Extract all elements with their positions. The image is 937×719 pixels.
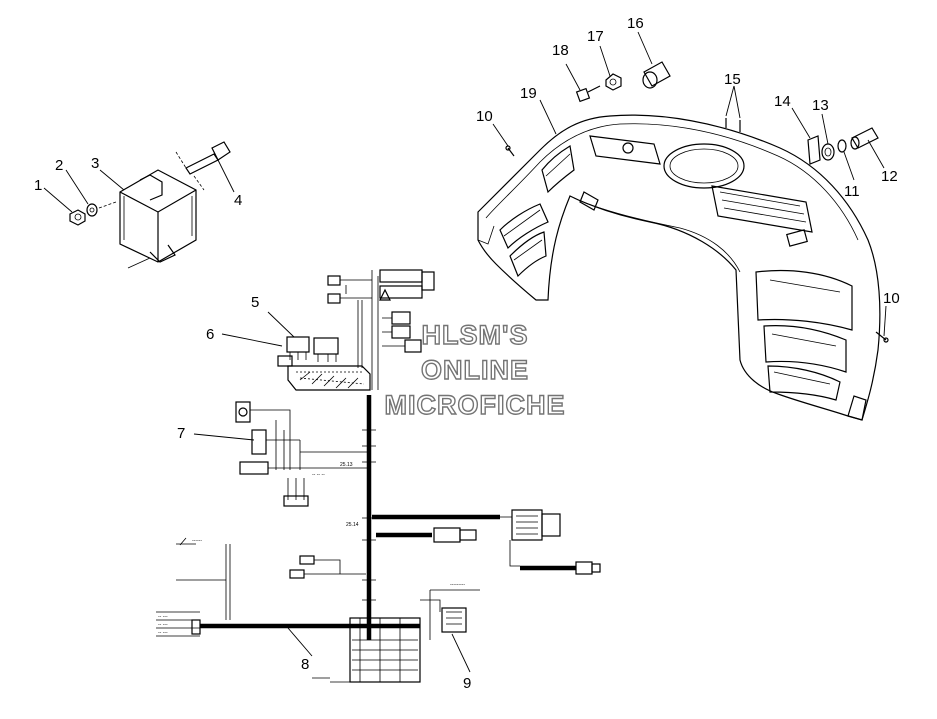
- callout-12: 12: [881, 168, 898, 185]
- callout-13: 13: [812, 97, 829, 114]
- key-part-18: [575, 85, 601, 103]
- bolt-part-4: [175, 141, 231, 191]
- callout-8: 8: [301, 656, 309, 673]
- callout-17: 17: [587, 28, 604, 45]
- callout-14: 14: [774, 93, 791, 110]
- connector-part-9: ---------: [420, 582, 480, 640]
- screw-part-10-left: [505, 145, 515, 157]
- console-shell-part-19: [477, 114, 881, 421]
- callout-6: 6: [206, 326, 214, 343]
- washer-part-2: [86, 203, 98, 217]
- sub-harness-part-7: -- -- -- 25.13: [235, 401, 368, 507]
- callout-15: 15: [724, 71, 741, 88]
- callout-16: 16: [627, 15, 644, 32]
- svg-text:-- -- --: -- -- --: [312, 472, 325, 478]
- relay-part-6: [277, 337, 339, 367]
- washer-part-11: [837, 139, 847, 153]
- screws-part-15: [725, 118, 741, 132]
- callout-9: 9: [463, 675, 471, 692]
- callout-1: 1: [34, 177, 42, 194]
- svg-text:-- ---: -- ---: [158, 614, 168, 620]
- indicator-part-12: [850, 127, 879, 150]
- nut-part-1: [69, 209, 86, 226]
- upper-connectors: [327, 269, 435, 390]
- svg-text:25.14: 25.14: [346, 522, 359, 528]
- regulator-assembly: 1 2 3 4: [34, 141, 242, 269]
- callout-10-top: 10: [476, 108, 493, 125]
- svg-text:25.13: 25.13: [340, 462, 353, 468]
- callout-5: 5: [251, 294, 259, 311]
- callout-2: 2: [55, 157, 63, 174]
- svg-text:---------: ---------: [450, 582, 465, 588]
- nut-part-13: [821, 143, 835, 161]
- plug-part-16: [642, 61, 671, 89]
- wiring-harness: -- -- -- 25.13 25.14 ------ -- --- -- --…: [156, 269, 601, 692]
- svg-text:-- ---: -- ---: [158, 622, 168, 628]
- svg-text:------: ------: [192, 538, 202, 544]
- callout-10-right: 10: [883, 290, 900, 307]
- callout-19: 19: [520, 85, 537, 102]
- dash-console-assembly: 10 19 18 17 16 15 14 13 12 11 10: [476, 15, 900, 421]
- screw-part-10-right: [875, 331, 889, 343]
- callout-11: 11: [844, 183, 860, 200]
- nut-part-17: [605, 73, 622, 91]
- callout-7: 7: [177, 425, 185, 442]
- gauge-opening: [663, 143, 745, 189]
- regulator-part-3: [119, 169, 197, 269]
- callout-18: 18: [552, 42, 569, 59]
- callout-3: 3: [91, 155, 99, 172]
- callout-4: 4: [234, 192, 242, 209]
- switch-part-14: [807, 135, 821, 165]
- svg-text:-- ---: -- ---: [158, 630, 168, 636]
